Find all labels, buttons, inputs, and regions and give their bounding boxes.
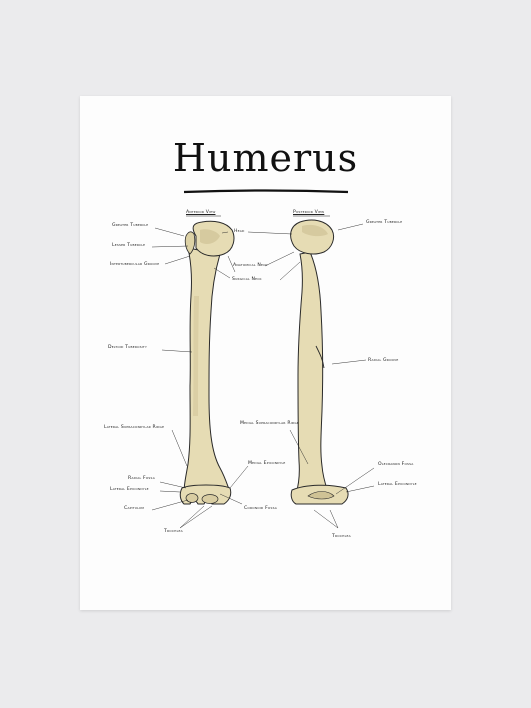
leader-capitulum	[151, 499, 189, 511]
anterior-shaft-shading	[193, 296, 199, 416]
label-medial-epicondyle: Medial Epicondyle	[248, 461, 286, 466]
leader-greater-tubercle-right	[337, 223, 364, 231]
leader-lateral-epicondyle-left	[159, 490, 181, 493]
leader-greater-tubercle-left	[154, 227, 185, 237]
label-lateral-epicondyle-left: Lateral Epicondyle	[110, 487, 149, 492]
posterior-humerus-shaft	[295, 251, 329, 495]
label-head: Head	[234, 229, 245, 234]
label-radial-fossa: Radial Fossa	[128, 476, 155, 481]
leader-trochlea-right	[313, 509, 339, 529]
label-radial-groove: Radial Groove	[368, 358, 399, 363]
leader-trochlea-left	[179, 505, 213, 529]
label-deltoid-tuberosity: Deltoid Tuberosity	[108, 345, 147, 350]
leader-lines	[151, 223, 375, 529]
poster: Humerus Anterior View Posterior View Gre…	[80, 96, 451, 610]
label-anatomical-neck: Anatomical Neck	[233, 263, 268, 268]
leader-medial-epicondyle	[229, 465, 249, 489]
leader-lesser-tubercle	[151, 245, 189, 248]
label-olecranon-fossa: Olecranon Fossa	[378, 462, 414, 467]
posterior-olecranon-fossa	[307, 491, 335, 500]
leader-head-anterior	[221, 231, 229, 234]
anterior-head-shading	[200, 229, 220, 244]
leader-head-posterior	[247, 231, 293, 235]
label-greater-tubercle-right: Greater Tubercle	[366, 220, 403, 225]
label-lateral-epicondyle-right: Lateral Epicondyle	[378, 482, 417, 487]
label-lesser-tubercle: Lesser Tubercle	[112, 243, 146, 248]
leader-lateral-epicondyle-right	[345, 485, 375, 493]
leader-radial-groove	[331, 359, 367, 365]
anterior-greater-tubercle	[184, 231, 196, 255]
anterior-humerus	[179, 220, 235, 505]
leader-deltoid-tuberosity	[161, 349, 193, 353]
label-trochlea-left: Trochlea	[164, 529, 183, 534]
label-lateral-supracondylar-ridge: Lateral Supracondylar Ridge	[104, 425, 165, 430]
leader-medial-supracondylar-ridge	[289, 429, 309, 465]
leader-anatomical-neck	[227, 251, 295, 273]
posterior-humerus	[290, 219, 349, 505]
label-intertubercular-groove: Intertubercular Groove	[110, 262, 160, 267]
anterior-capitulum	[185, 493, 199, 503]
label-greater-tubercle-left: Greater Tubercle	[112, 223, 149, 228]
label-surgical-neck: Surgical Neck	[232, 277, 262, 282]
title-underline	[183, 189, 349, 194]
anterior-trochlea	[201, 494, 219, 504]
poster-title: Humerus	[172, 136, 359, 180]
leader-lateral-supracondylar-ridge	[171, 429, 188, 467]
leader-surgical-neck	[213, 261, 301, 281]
label-coronoid-fossa: Coronoid Fossa	[244, 506, 277, 511]
label-capitulum: Capitulum	[124, 506, 145, 511]
label-trochlea-right: Trochlea	[332, 534, 351, 539]
leader-radial-fossa	[159, 481, 187, 489]
humerus-illustration	[151, 189, 375, 529]
leader-olecranon-fossa	[335, 467, 375, 495]
anterior-humerus-shaft	[183, 247, 231, 493]
label-medial-supracondylar-ridge: Medial Supracondylar Ridge	[240, 421, 299, 426]
posterior-view-label: Posterior View	[293, 210, 325, 215]
leader-intertubercular-groove	[164, 255, 191, 265]
leader-coronoid-fossa	[219, 493, 243, 505]
posterior-head-shading	[302, 224, 328, 237]
posterior-radial-groove	[315, 345, 325, 369]
anterior-view-label: Anterior View	[186, 210, 216, 215]
